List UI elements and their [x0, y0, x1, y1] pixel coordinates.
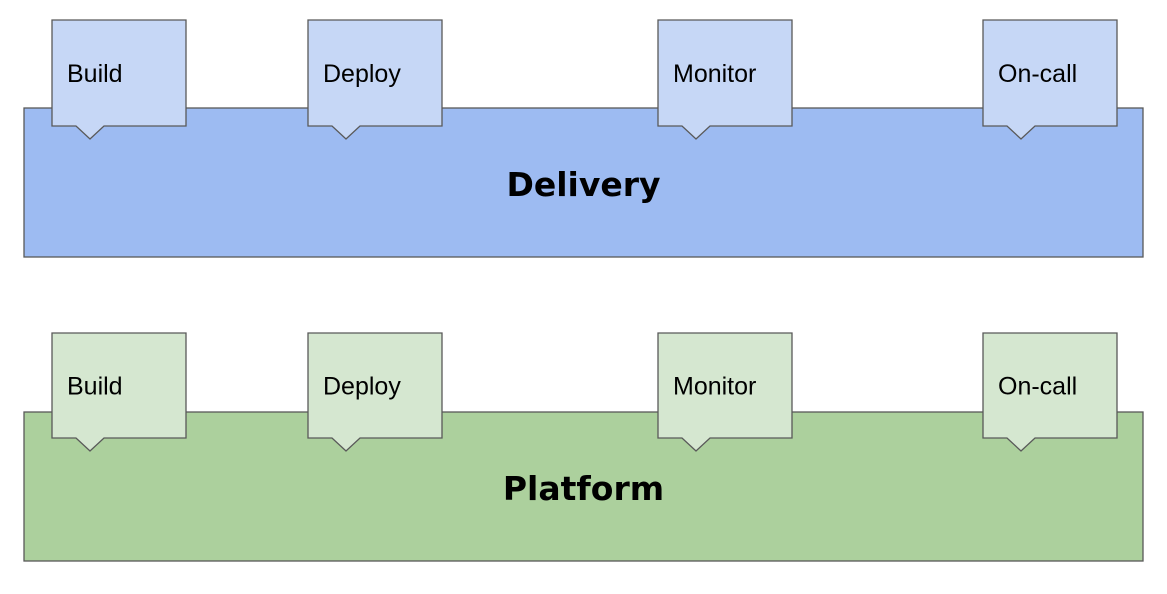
callout-shape — [51, 19, 187, 140]
callout-build: Build — [51, 19, 187, 140]
callout-shape — [307, 332, 443, 452]
callout-build: Build — [51, 332, 187, 452]
band-rect — [23, 411, 1144, 562]
callout-shape — [657, 332, 793, 452]
callout-on-call: On-call — [982, 19, 1118, 140]
callout-deploy: Deploy — [307, 332, 443, 452]
callout-label: Build — [67, 60, 123, 88]
callout-label: Monitor — [673, 373, 756, 401]
callout-shape — [657, 19, 793, 140]
callout-label: On-call — [998, 60, 1077, 88]
callout-label: Build — [67, 373, 123, 401]
band-rect — [23, 107, 1144, 258]
callout-label: Deploy — [323, 373, 401, 401]
callout-shape — [51, 332, 187, 452]
callout-deploy: Deploy — [307, 19, 443, 140]
callout-shape — [982, 19, 1118, 140]
band-delivery: Delivery Build Deploy Monitor On-call — [23, 19, 1144, 258]
band-title: Platform — [503, 469, 664, 508]
callout-monitor: Monitor — [657, 19, 793, 140]
callout-label: Monitor — [673, 60, 756, 88]
callout-monitor: Monitor — [657, 332, 793, 452]
callout-shape — [982, 332, 1118, 452]
callout-label: Deploy — [323, 60, 401, 88]
band-platform: Platform Build Deploy Monitor On-call — [23, 332, 1144, 562]
band-title: Delivery — [506, 165, 660, 204]
callout-label: On-call — [998, 373, 1077, 401]
callout-shape — [307, 19, 443, 140]
callout-on-call: On-call — [982, 332, 1118, 452]
